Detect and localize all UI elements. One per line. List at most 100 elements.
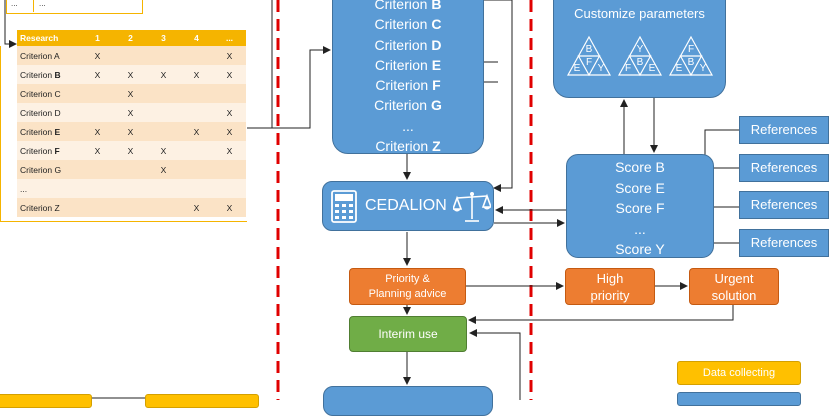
- table-bottom-border: [0, 221, 247, 222]
- parameter-triangle-3: F E B Y: [668, 35, 714, 77]
- criteria-box: Criterion B Criterion C Criterion D Crit…: [332, 0, 484, 154]
- header-cell: 2: [114, 30, 147, 46]
- table-cell: X: [114, 65, 147, 84]
- interim-use-label: Interim use: [378, 327, 438, 341]
- table-cell: [180, 103, 213, 122]
- references-box: References: [739, 116, 829, 144]
- table-cell: [147, 198, 180, 217]
- table-cell: X: [114, 84, 147, 103]
- customize-parameters-box: Customize parameters B E F Y Y F B E F E…: [553, 0, 726, 98]
- table-cell: [81, 84, 114, 103]
- row-label: Criterion A: [17, 46, 81, 65]
- table-cell: [213, 160, 246, 179]
- triangle-letter: E: [676, 63, 683, 74]
- triangle-letter: F: [625, 63, 631, 74]
- table-cell: X: [213, 103, 246, 122]
- bottom-center-yellow-box: [145, 394, 259, 408]
- urgent-line-1: Urgent: [714, 271, 754, 286]
- priority-planning-box: Priority & Planning advice: [349, 268, 466, 305]
- references-box: References: [739, 229, 829, 257]
- criteria-line: Criterion C: [374, 16, 442, 33]
- triangle-letter: B: [637, 57, 644, 68]
- references-box: References: [739, 191, 829, 219]
- score-box: Score B Score E Score F ... Score Y: [566, 154, 714, 258]
- high-priority-line-1: High: [596, 271, 624, 286]
- triangle-letter: E: [574, 63, 581, 74]
- research-table: Research 1 2 3 4 ... Criterion A X X Cri…: [17, 30, 246, 217]
- row-label: Criterion G: [17, 160, 81, 179]
- table-row: Criterion E X X X X: [17, 122, 246, 141]
- high-priority-box: High priority: [565, 268, 655, 305]
- score-line: ...: [634, 220, 646, 237]
- table-cell: [180, 46, 213, 65]
- table-row: ...: [17, 179, 246, 198]
- criteria-line: Criterion Z: [375, 138, 441, 155]
- table-cell: X: [114, 122, 147, 141]
- triangle-letter: E: [649, 63, 656, 74]
- criteria-line: ...: [402, 117, 414, 134]
- top-divider: [33, 0, 34, 12]
- criteria-line: Criterion E: [374, 56, 442, 73]
- score-line: Score F: [615, 200, 665, 216]
- cedalion-box: CEDALION: [322, 181, 494, 231]
- table-cell: [180, 160, 213, 179]
- legend-partial-blue: [677, 392, 801, 406]
- triangle-letter: F: [688, 44, 694, 55]
- table-cell: X: [81, 122, 114, 141]
- score-line: Score B: [615, 159, 665, 175]
- header-cell: 1: [81, 30, 114, 46]
- table-cell: [81, 103, 114, 122]
- table-left-border: [0, 46, 1, 222]
- top-partial-table: ... ...: [6, 0, 143, 14]
- table-cell: [180, 179, 213, 198]
- table-row: Criterion B X X X X X: [17, 65, 246, 84]
- top-cell-2: ...: [39, 0, 46, 8]
- table-cell: [147, 84, 180, 103]
- parameter-triangle-2: Y F B E: [617, 35, 663, 77]
- table-row: Criterion G X: [17, 160, 246, 179]
- table-row: Criterion D X X: [17, 103, 246, 122]
- table-cell: X: [147, 65, 180, 84]
- legend-data-collecting-label: Data collecting: [702, 367, 776, 379]
- triangle-letter: B: [688, 57, 695, 68]
- table-cell: [147, 122, 180, 141]
- criteria-line: Criterion F: [375, 77, 441, 94]
- score-line: Score E: [615, 179, 665, 196]
- table-cell: [213, 179, 246, 198]
- references-box: References: [739, 154, 829, 182]
- bottom-partial-box: [323, 386, 493, 416]
- table-cell: [114, 179, 147, 198]
- table-row: Criterion C X: [17, 84, 246, 103]
- table-cell: X: [213, 65, 246, 84]
- triangle-letter: Y: [637, 44, 644, 55]
- table-cell: X: [147, 141, 180, 160]
- table-cell: [114, 46, 147, 65]
- parameter-triangle-1: B E F Y: [566, 35, 612, 77]
- table-header-row: Research 1 2 3 4 ...: [17, 30, 246, 46]
- high-priority-line-2: priority: [590, 288, 630, 303]
- table-row: Criterion F X X X X: [17, 141, 246, 160]
- priority-line-2: Planning advice: [368, 288, 447, 300]
- table-row: Criterion Z X X: [17, 198, 246, 217]
- header-cell: ...: [213, 30, 246, 46]
- customize-title: Customize parameters: [574, 6, 705, 21]
- table-cell: [81, 198, 114, 217]
- row-label: Criterion E: [17, 122, 81, 141]
- table-cell: [147, 46, 180, 65]
- table-cell: X: [180, 198, 213, 217]
- table-cell: [213, 84, 246, 103]
- triangle-letter: Y: [598, 63, 605, 74]
- score-line: Score Y: [615, 241, 665, 257]
- table-cell: X: [81, 46, 114, 65]
- urgent-line-2: solution: [711, 288, 757, 303]
- table-cell: X: [213, 198, 246, 217]
- bottom-left-yellow-box: [0, 394, 92, 408]
- balance-scale-icon: [453, 192, 491, 222]
- table-cell: [114, 198, 147, 217]
- table-cell: X: [114, 103, 147, 122]
- table-cell: X: [114, 141, 147, 160]
- triangle-letter: B: [586, 44, 593, 55]
- legend-data-collecting: Data collecting: [677, 361, 801, 385]
- row-label: Criterion D: [17, 103, 81, 122]
- top-cell-1: ...: [11, 0, 18, 8]
